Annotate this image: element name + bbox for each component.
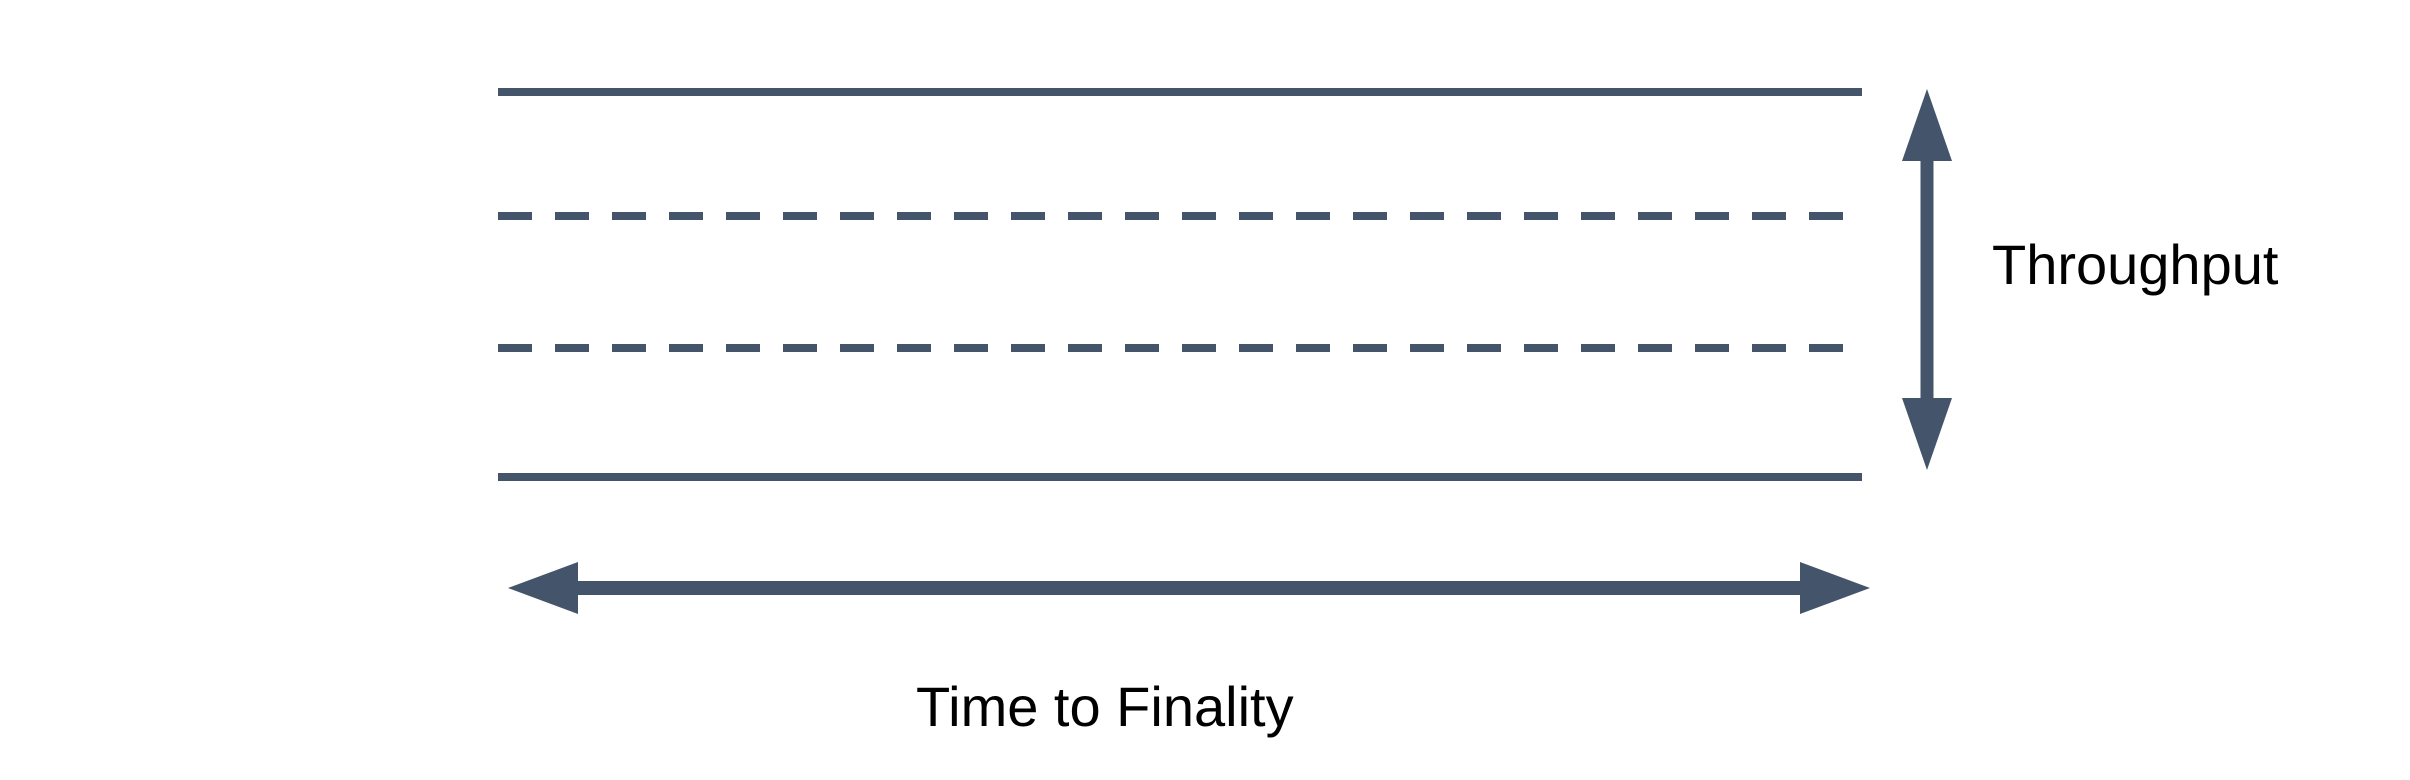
throughput-arrow-shaft: [1920, 161, 1934, 398]
time-to-finality-arrow-shaft: [578, 581, 1800, 595]
throughput-arrow-head-down: [1902, 398, 1952, 470]
throughput-arrow: [1902, 89, 1952, 470]
lane-lines-group: [498, 88, 1862, 481]
time-to-finality-arrow: [508, 562, 1870, 614]
time-to-finality-label: Time to Finality: [916, 675, 1294, 738]
throughput-arrow-head-up: [1902, 89, 1952, 161]
time-to-finality-arrow-head-right: [1800, 562, 1870, 614]
time-to-finality-arrow-head-left: [508, 562, 578, 614]
throughput-label: Throughput: [1992, 233, 2279, 296]
